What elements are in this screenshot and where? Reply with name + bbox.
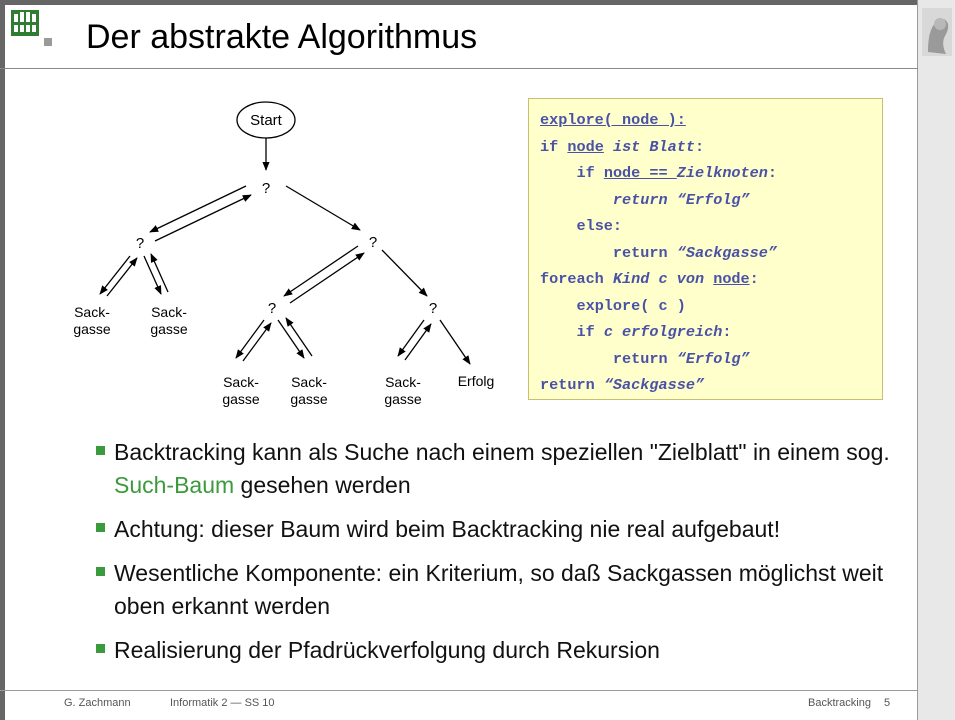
footer-topic: Backtracking [808, 697, 871, 709]
code-line-1: explore( node ): [540, 111, 686, 129]
left-question-label: ? [136, 235, 144, 252]
edge-c-s3-down [235, 319, 265, 359]
sackgasse-2-line2: gasse [150, 321, 188, 337]
bullet-item: Achtung: dieser Baum wird beim Backtrack… [96, 513, 911, 546]
bullet-item: Realisierung der Pfadrückverfolgung durc… [96, 634, 911, 667]
right-question-label: ? [369, 234, 377, 251]
pseudocode-box: explore( node ): if node ist Blatt: if n… [528, 98, 883, 400]
sackgasse-5-line1: Sack- [385, 374, 421, 390]
edge-d-erfolg [439, 319, 471, 365]
edge-b-c-up [289, 252, 365, 304]
code-line-11: return “Sackgasse” [540, 376, 705, 394]
code-line-6: return “Sackgasse” [612, 243, 777, 262]
footer-divider [0, 690, 918, 691]
such-baum-link-text: Such-Baum [114, 472, 235, 498]
left-border [0, 0, 5, 720]
edge-d-s5-down [397, 319, 425, 357]
page-title: Der abstrakte Algorithmus [86, 18, 478, 56]
bullet-list: Backtracking kann als Suche nach einem s… [96, 436, 911, 678]
edge-root-b [285, 185, 361, 231]
footer-author: G. Zachmann [64, 697, 131, 709]
code-line-4: return “Erfolg” [612, 190, 750, 209]
code-line-10: return “Erfolg” [612, 349, 750, 368]
inner-question-left-label: ? [268, 300, 276, 317]
edge-root-a-up [154, 194, 252, 242]
logo-corner-square [44, 38, 52, 46]
bullet-item: Backtracking kann als Suche nach einem s… [96, 436, 911, 502]
right-strip-divider [917, 0, 918, 720]
portrait-icon [922, 8, 952, 56]
sackgasse-4-line1: Sack- [291, 374, 327, 390]
edge-d-s5-up [404, 323, 432, 361]
bullet-marker-icon [96, 523, 105, 532]
code-line-9: if c erfolgreich: [576, 323, 732, 341]
search-tree-diagram: Start ? ? ? ? ? Sack- gasse Sack- gasse … [73, 101, 495, 407]
edge-b-d [381, 249, 428, 297]
edge-c-s4-up [285, 317, 313, 357]
edge-b-c-down [283, 245, 359, 297]
top-border [0, 0, 955, 5]
code-line-2: if node ist Blatt: [540, 137, 705, 156]
bullet-item: Wesentliche Komponente: ein Kriterium, s… [96, 557, 911, 623]
sackgasse-1-line2: gasse [73, 321, 111, 337]
right-sidebar-strip [918, 0, 955, 720]
bullet-marker-icon [96, 567, 105, 576]
inner-question-right-label: ? [429, 300, 437, 317]
title-divider [0, 68, 918, 69]
sackgasse-5-line2: gasse [384, 391, 422, 407]
sackgasse-3-line1: Sack- [223, 374, 259, 390]
erfolg-leaf-label: Erfolg [458, 373, 495, 389]
edge-c-s3-up [242, 322, 272, 362]
edge-a-s1-down [99, 255, 131, 295]
code-line-5: else: [576, 217, 623, 235]
footer-course: Informatik 2 — SS 10 [170, 697, 275, 709]
edge-c-s4-down [277, 319, 305, 359]
edge-root-a-down [149, 185, 247, 233]
sackgasse-1-line1: Sack- [74, 304, 110, 320]
edge-a-s2-up [150, 253, 169, 293]
bullet-marker-icon [96, 446, 105, 455]
code-line-3: if node == Zielknoten: [576, 164, 778, 182]
bullet-marker-icon [96, 644, 105, 653]
footer-page-number: 5 [884, 697, 891, 709]
edge-a-s1-up [106, 257, 138, 297]
sackgasse-4-line2: gasse [290, 391, 328, 407]
university-logo-icon [8, 6, 42, 40]
code-line-8: explore( c ) [576, 296, 686, 315]
edge-a-s2-down [143, 255, 162, 295]
sackgasse-3-line2: gasse [222, 391, 260, 407]
code-line-7: foreach Kind c von node: [540, 270, 759, 288]
sackgasse-2-line1: Sack- [151, 304, 187, 320]
start-label: Start [250, 112, 283, 129]
root-question-label: ? [262, 180, 270, 197]
